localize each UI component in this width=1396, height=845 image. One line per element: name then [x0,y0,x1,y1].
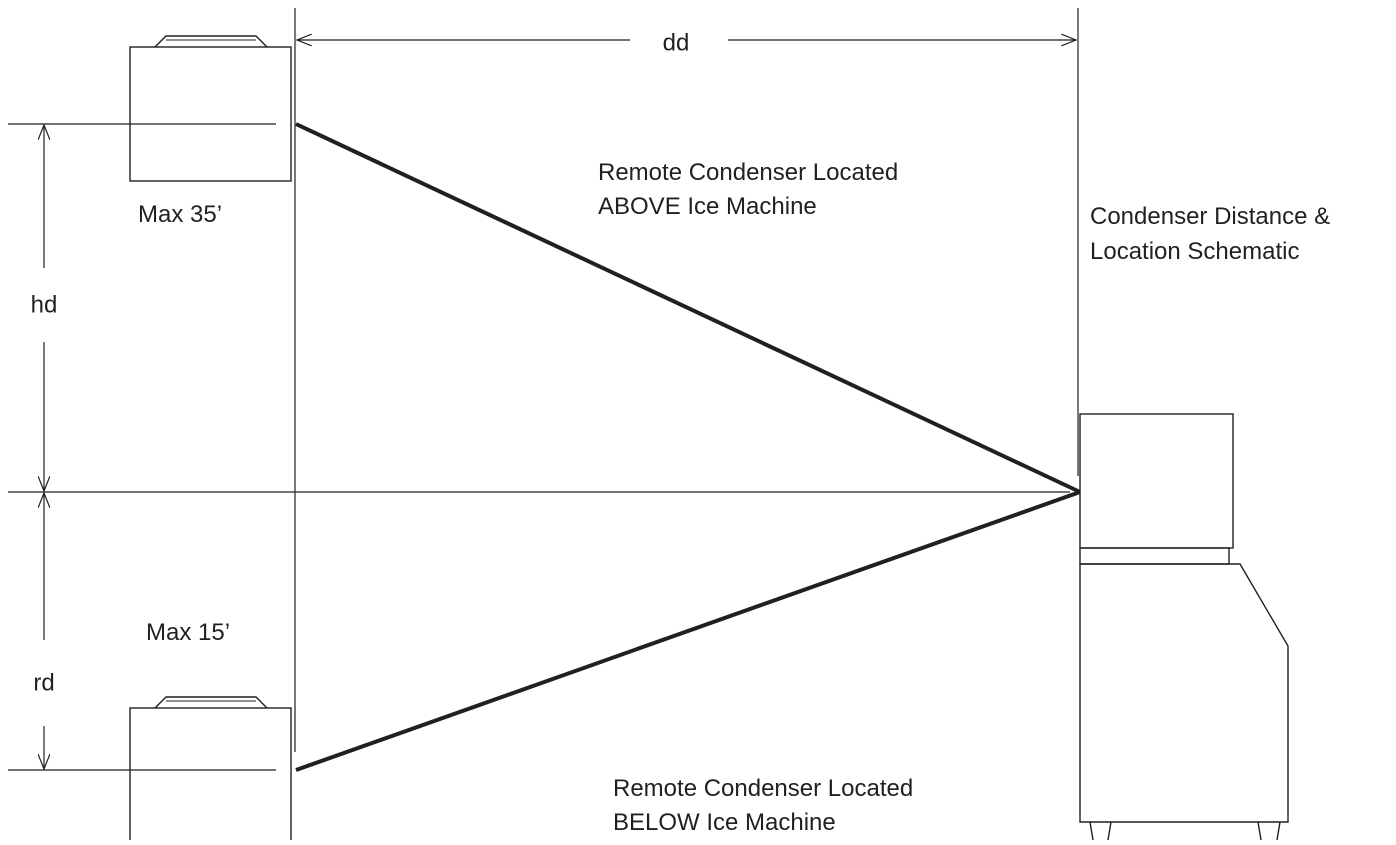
ice-machine-head [1079,413,1234,549]
lower-remote-condenser [129,696,292,845]
rd-dimension: rd [33,493,55,769]
lower-condenser-fan-cap [154,696,268,709]
max-below-label: Max 15’ [146,619,230,646]
dd-label: dd [663,29,690,56]
lower-condenser-body [129,707,292,845]
hd-label: hd [31,291,58,318]
above-caption-line2: ABOVE Ice Machine [598,193,817,220]
below-caption-line1: Remote Condenser Located [613,775,913,802]
dd-dimension: dd [297,29,1076,56]
lower-refrigerant-line [295,490,1081,772]
ice-bin-body [1079,563,1289,823]
upper-condenser-fan-cap [154,35,268,48]
ice-bin-leg-right [1257,821,1281,845]
rd-label: rd [33,669,54,696]
title-line2: Location Schematic [1090,238,1299,265]
ice-machine [1079,413,1289,845]
ice-machine-adapter [1079,547,1230,565]
below-caption-line2: BELOW Ice Machine [613,809,836,836]
max-above-label: Max 35’ [138,201,222,228]
upper-condenser-body [129,46,292,182]
above-caption-line1: Remote Condenser Located [598,159,898,186]
upper-refrigerant-line [295,122,1081,494]
title-line1: Condenser Distance & [1090,203,1330,230]
ice-bin-leg-left [1089,821,1112,845]
hd-dimension: hd [31,125,58,491]
upper-remote-condenser [129,35,292,182]
